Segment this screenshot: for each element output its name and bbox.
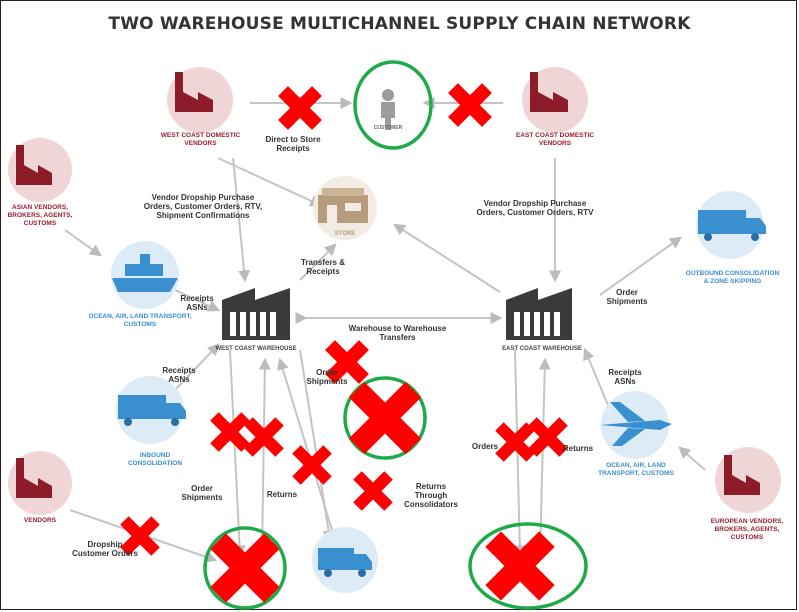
store-icon xyxy=(313,176,377,240)
label-west-warehouse: WEST COAST WAREHOUSE xyxy=(215,346,297,352)
label-customer: CUSTOMER xyxy=(373,125,403,131)
arrow-european-to-ocean xyxy=(678,446,706,471)
arrow-ocean-to-warehouse xyxy=(174,289,221,312)
green-circle-customer xyxy=(353,60,433,150)
factory-icon-east-vendor xyxy=(522,67,588,133)
arrow-warehouse-to-customer-west xyxy=(229,349,246,558)
red-x-mark xyxy=(210,533,280,603)
label-east-warehouse: EAST COAST WAREHOUSE xyxy=(502,346,582,352)
flow-label-vendor-dropship-east: Vendor Dropship Purchase Orders, Custome… xyxy=(476,199,594,217)
page-title: TWO WAREHOUSE MULTICHANNEL SUPPLY CHAIN … xyxy=(108,14,691,34)
label-vendors: VENDORS xyxy=(23,517,57,524)
factory-icon-vendors xyxy=(8,451,72,515)
arrow-inbound-to-warehouse xyxy=(169,343,220,396)
label-west-vendors: WEST COAST DOMESTIC VENDORS xyxy=(160,132,241,147)
warehouse-icon-west xyxy=(222,288,290,340)
label-european-vendors: EUROPEAN VENDORS, BROKERS, AGENTS, CUSTO… xyxy=(710,518,784,541)
green-circle-center xyxy=(343,376,427,460)
red-x-mark xyxy=(120,516,160,556)
label-outbound: OUTBOUND CONSOLIDATION & ZONE SKIPPING xyxy=(685,270,780,285)
truck-icon-outbound xyxy=(696,191,766,259)
warehouse-icon-east xyxy=(506,288,572,340)
green-annotation-circles xyxy=(203,60,588,610)
red-x-mark xyxy=(244,417,284,457)
arrow-asian-to-ocean xyxy=(64,229,102,257)
label-inbound: INBOUND CONSOLIDATION xyxy=(127,452,183,467)
flow-label-returns-east: Returns xyxy=(562,444,594,453)
flow-label-wh-to-wh: Warehouse to Warehouse Transfers xyxy=(348,324,447,342)
label-asian-vendors: ASIAN VENDORS, BROKERS, AGENTS, CUSTOMS xyxy=(7,204,73,227)
label-store: STORE xyxy=(334,231,356,237)
factory-icon-west-vendor xyxy=(167,67,233,133)
plane-icon-ocean-east xyxy=(600,391,672,459)
arrow-west-vendor-to-warehouse xyxy=(232,157,251,283)
arrow-warehouse-to-store xyxy=(299,243,337,281)
arrow-order-shipments-mid xyxy=(299,349,335,543)
red-x-mark xyxy=(448,83,492,127)
red-x-mark xyxy=(495,422,535,462)
arrow-ocean-east-to-warehouse xyxy=(583,347,611,411)
van-icon-consolidator xyxy=(312,527,378,593)
label-ocean-west: OCEAN, AIR, LAND TRANSPORT, CUSTOMS xyxy=(88,313,192,328)
customer-person-icon xyxy=(381,89,395,130)
flow-label-order-shipments-west: Order Shipments xyxy=(181,484,223,502)
red-x-mark xyxy=(353,471,393,511)
red-x-mark xyxy=(210,412,250,452)
truck-icon-inbound xyxy=(116,376,186,444)
flow-label-orders-east: Orders xyxy=(471,442,499,451)
label-ocean-east: OCEAN, AIR, LAND TRANSPORT, CUSTOMS xyxy=(598,462,674,477)
green-circle-bottom-left xyxy=(203,526,287,610)
factory-icon-european-vendors xyxy=(715,447,781,513)
red-x-mark xyxy=(278,86,322,130)
flow-label-transfers: Transfers & Receipts xyxy=(300,258,346,276)
arrow-east-returns xyxy=(538,357,551,556)
green-circle-bottom-right xyxy=(468,522,588,610)
red-x-annotations xyxy=(120,83,568,603)
label-east-vendors: EAST COAST DOMESTIC VENDORS xyxy=(515,132,594,147)
factory-icon-asian-vendors xyxy=(8,138,72,202)
flow-label-order-shipments-east: Order Shipments xyxy=(606,288,648,306)
red-x-mark xyxy=(292,445,332,485)
red-x-mark xyxy=(528,417,568,457)
red-x-mark xyxy=(348,381,422,455)
flow-label-vendor-dropship-west: Vendor Dropship Purchase Orders, Custome… xyxy=(143,193,263,220)
flow-label-returns-through: Returns Through Consolidators xyxy=(404,482,458,509)
flow-label-order-shipments-mid: Order Shipments xyxy=(306,368,348,386)
red-x-mark xyxy=(325,340,369,384)
arrow-returns-west xyxy=(258,357,271,556)
flow-label-dropship-customer: Dropship Customer Orders xyxy=(72,540,138,558)
ship-icon-ocean-west xyxy=(111,241,179,309)
flow-label-direct-store: Direct to Store Receipts xyxy=(265,135,321,153)
flow-label-receipts-asns-east: Receipts ASNs xyxy=(608,368,642,386)
arrow-west-vendor-to-store xyxy=(217,157,323,207)
flow-label-returns-west: Returns xyxy=(266,490,298,499)
arrow-east-warehouse-to-store xyxy=(392,223,501,293)
flow-label-receipts-asns-west: Receipts ASNs xyxy=(180,294,214,312)
red-x-mark xyxy=(485,531,555,601)
arrow-east-to-outbound xyxy=(599,236,682,296)
flow-label-receipts-asns-inbound: Receipts ASNs xyxy=(162,366,196,384)
